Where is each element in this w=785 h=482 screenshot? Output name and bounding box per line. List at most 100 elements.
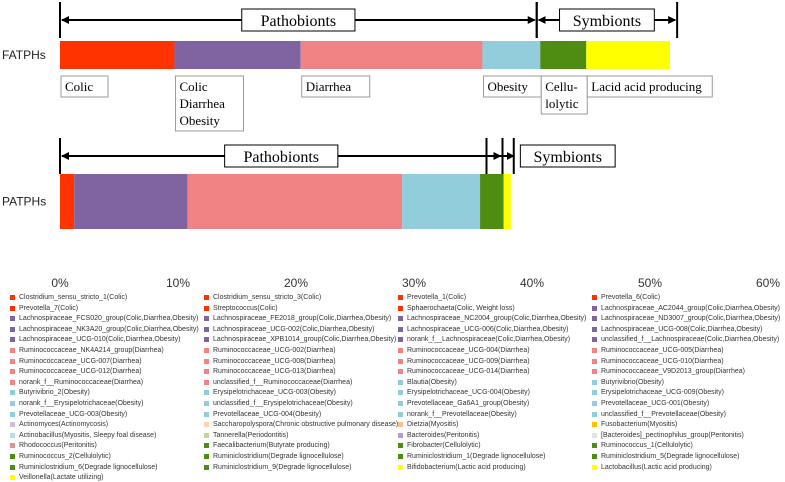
- legend-item: Lachnospiraceae_UCG-010(Colic,Diarrhea,O…: [10, 336, 180, 343]
- legend-label: unclassified_f__Prevotellaceae(Obesity): [601, 410, 726, 418]
- legend-label: Lachnospiraceae_UCG-002(Colic,Diarrhea,O…: [213, 325, 375, 333]
- legend-item: Rhodococcus(Peritonitis): [10, 442, 97, 449]
- legend-swatch: [10, 326, 15, 332]
- legend-label: Dietzia(Myositis): [407, 421, 459, 429]
- x-tick-label: 40%: [520, 276, 544, 290]
- legend-label: Ruminiclostridium_5(Degrade lignocellulo…: [601, 453, 740, 460]
- legend-label: Ruminococcus_1(Cellulolytic): [601, 442, 693, 450]
- category-label-patphs: PATPHs: [2, 195, 46, 209]
- legend-label: Ruminococcaceae_UCG-014(Diarrhea): [407, 368, 530, 376]
- legend-swatch: [204, 401, 209, 406]
- legend-item: Ruminiclostridium_5(Degrade lignocellulo…: [592, 453, 740, 460]
- legend-item: Lactobacillus(Lactic acid producing): [592, 464, 712, 471]
- segment-label-text: Cellu-: [545, 79, 578, 94]
- legend-label: Streptococcus(Colic): [213, 304, 278, 312]
- x-tick-label: 60%: [756, 276, 780, 290]
- legend-swatch: [204, 443, 209, 449]
- legend-label: Lachnospiraceae_NK3A20_group(Colic,Diarr…: [19, 325, 199, 333]
- bar-fatphs-segment-3: [300, 41, 483, 69]
- legend-item: Clostridium_sensu_stricto_3(Colic): [204, 294, 321, 301]
- legend-swatch: [10, 401, 15, 406]
- legend-item: Ruminococcus_2(Cellulolytic): [10, 453, 111, 460]
- legend-item: Tannerella(Periodontitis): [204, 432, 288, 439]
- x-tick-label: 50%: [638, 276, 662, 290]
- annotation-text: Pathobionts: [243, 149, 319, 166]
- legend-swatch: [204, 432, 209, 438]
- bar-patphs-segment-6: [503, 174, 511, 229]
- segment-label-text: Lacid acid producing: [591, 79, 702, 94]
- legend-label: Ruminococcaceae_UCG-013(Diarrhea): [213, 368, 336, 376]
- legend-label: Ruminiclostridium_6(Degrade lignocellulo…: [19, 463, 158, 471]
- legend-label: Lachnospiraceae_UCG-006(Colic,Diarrhea,O…: [407, 325, 569, 333]
- legend-label: Fusobacterium(Myositis): [601, 421, 678, 429]
- legend-item: norank_f__Ruminococcaceae(Diarrhea): [10, 379, 143, 386]
- legend-label: Tannerella(Periodontitis): [213, 431, 289, 439]
- bar-fatphs-segment-4: [482, 41, 541, 69]
- segment-label-box: [586, 75, 713, 98]
- legend-swatch: [398, 316, 403, 322]
- annotation-text: Symbionts: [573, 13, 641, 30]
- legend-swatch: [204, 295, 209, 300]
- legend-item: Bifidobacterium(Lactic acid producing): [398, 464, 526, 471]
- legend-item: Ruminiclostridium_1(Degrade lignocellulo…: [398, 453, 546, 460]
- legend-item: Lachnospiraceae_UCG-002(Colic,Diarrhea,O…: [204, 326, 374, 333]
- segment-label-box: [174, 75, 244, 132]
- legend-item: Actinomyces(Actinomycosis): [10, 421, 108, 428]
- legend-swatch: [592, 464, 597, 470]
- legend-label: Ruminococcaceae_NK4A214_group(Diarrhea): [19, 347, 164, 354]
- legend-item: Ruminococcaceae_UCG-009(Diarrhea): [398, 358, 530, 365]
- legend-swatch: [10, 337, 15, 343]
- legend-swatch: [592, 316, 597, 322]
- legend-label: Ruminococcaceae_UCG-004(Diarrhea): [407, 347, 530, 354]
- legend-item: Butyrivibrio(Obesity): [592, 379, 664, 386]
- legend-label: Rhodococcus(Peritonitis): [19, 442, 97, 450]
- legend-swatch: [10, 369, 15, 375]
- legend-swatch: [204, 337, 209, 343]
- legend-label: Lachnospiraceae_FCS020_group(Colic,Diarr…: [19, 315, 199, 323]
- legend-item: Lachnospiraceae_XPB1014_group(Colic,Diar…: [204, 336, 396, 343]
- legend-swatch: [398, 390, 403, 396]
- legend-label: Ruminiclostridium_9(Degrade lignocellulo…: [213, 463, 352, 471]
- legend-item: Lachnospiraceae_AC2044_group(Colic,Diarr…: [592, 305, 780, 312]
- legend-item: Saccharopolyspora(Chronic obstructive pu…: [204, 421, 398, 428]
- bar-patphs-segment-5: [480, 174, 504, 229]
- legend-swatch: [592, 337, 597, 343]
- category-label-fatphs: FATPHs: [2, 48, 46, 62]
- legend-label: Faecalibacterium(Butyrate producing): [213, 442, 330, 450]
- legend-label: Ruminococcaceae_UCG-010(Diarrhea): [601, 357, 724, 365]
- legend-item: Ruminiclostridium(Degrade lignocellulose…: [204, 453, 344, 460]
- legend-swatch: [10, 390, 15, 396]
- legend-item: Fusobacterium(Myositis): [592, 421, 677, 428]
- x-tick-label: 20%: [284, 276, 308, 290]
- legend-item: Ruminococcaceae_UCG-005(Diarrhea): [592, 347, 724, 354]
- segment-label-box: [301, 75, 371, 98]
- legend-label: Ruminiclostridium_1(Degrade lignocellulo…: [407, 453, 546, 460]
- legend-label: Ruminococcaceae_UCG-007(Diarrhea): [19, 357, 142, 365]
- bar-patphs-segment-2: [74, 174, 188, 229]
- legend-swatch: [592, 390, 597, 396]
- legend-label: Prevotellaceae_Ga6A1_group(Obesity): [407, 400, 530, 407]
- bar-patphs-segment-3: [187, 174, 403, 229]
- annotation-symbionts-fatphs: Symbionts: [535, 2, 679, 38]
- legend-item: Butyrivibrio_2(Obesity): [10, 389, 90, 396]
- annotation-text: Pathobionts: [261, 13, 337, 30]
- annotation-box: [559, 8, 655, 32]
- legend-item: Lachnospiraceae_UCG-008(Colic,Diarrhea,O…: [592, 326, 762, 333]
- annotation-text: Symbionts: [534, 149, 602, 166]
- legend-item: Ruminococcaceae_UCG-002(Diarrhea): [204, 347, 336, 354]
- legend-label: Actinomyces(Actinomycosis): [19, 421, 109, 429]
- legend-label: Butyrivibrio_2(Obesity): [19, 389, 90, 397]
- legend-item: norank_f__Lachnospiraceae(Colic,Diarrhea…: [398, 336, 570, 343]
- legend-swatch: [204, 464, 209, 470]
- legend-label: Ruminococcaceae_UCG-009(Diarrhea): [407, 357, 530, 365]
- segment-label-6: Lacid acid producing: [586, 75, 713, 98]
- legend-swatch: [10, 305, 15, 311]
- legend-swatch: [10, 358, 15, 364]
- legend-swatch: [204, 316, 209, 322]
- annotation-box: [519, 144, 616, 168]
- legend-swatch: [204, 422, 209, 428]
- segment-label-1: Colic: [60, 75, 109, 98]
- legend-item: Ruminococcaceae_UCG-010(Diarrhea): [592, 358, 724, 365]
